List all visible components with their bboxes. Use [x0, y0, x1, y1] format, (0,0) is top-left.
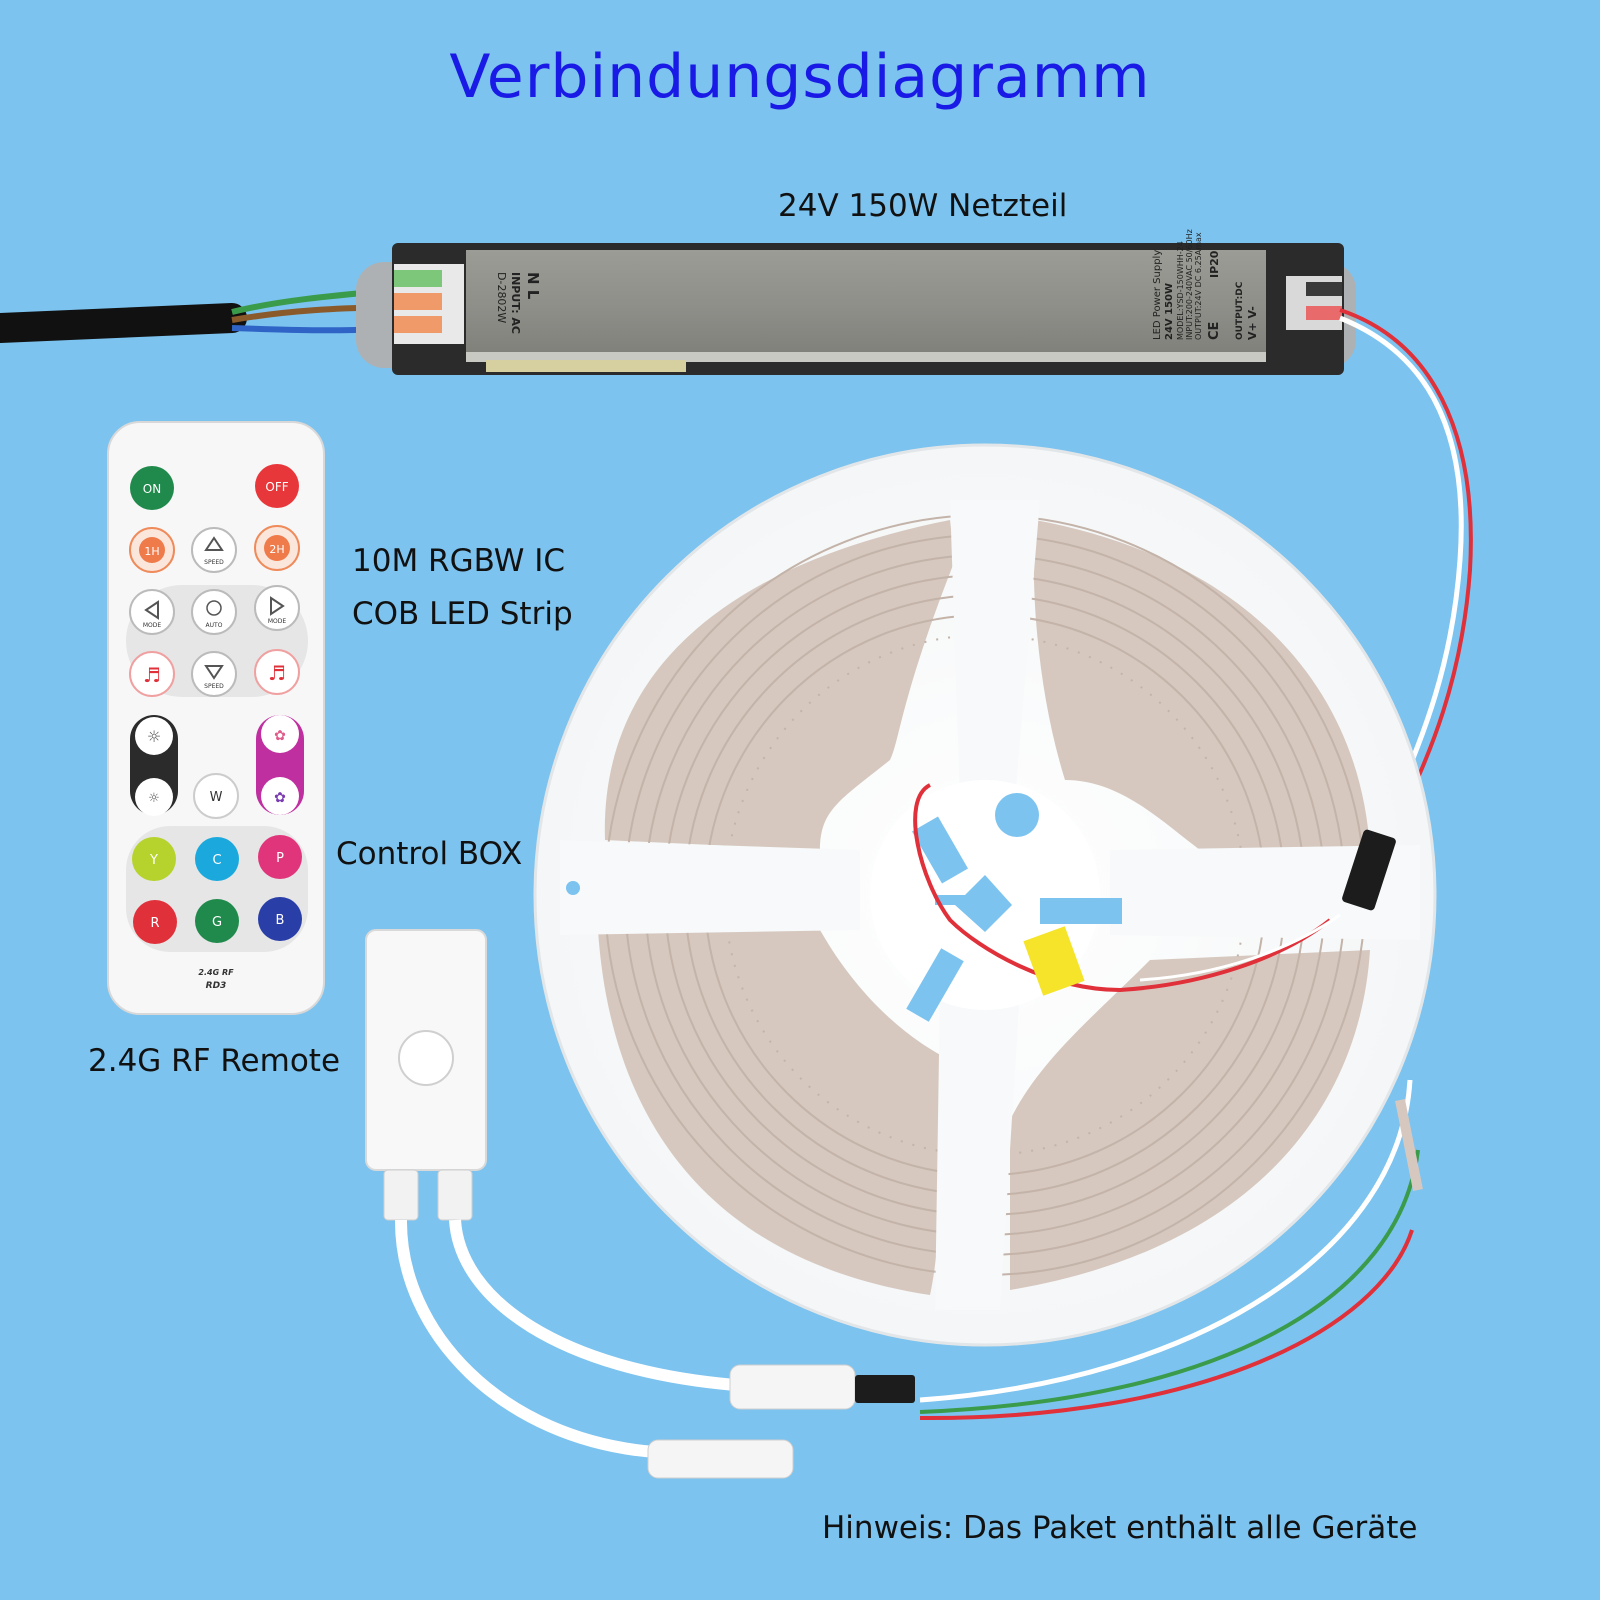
auto-icon [206, 600, 222, 616]
terminal-lever-orange [394, 316, 442, 333]
speed-down-label: SPEED [204, 683, 224, 690]
psu-left-model: D-2802W [495, 272, 508, 323]
timer-1h-button[interactable]: 1H [129, 527, 175, 573]
w-button[interactable]: W [193, 773, 239, 819]
psu-right-print: LED Power Supply 24V 150W MODEL:YSD-150W… [1152, 229, 1259, 340]
power-supply: D-2802W INPUT: AC N L LED Power Supply 2… [356, 229, 1356, 375]
psu-left-print: D-2802W INPUT: AC N L [495, 272, 542, 334]
on-button-label: ON [143, 482, 161, 496]
p-button[interactable]: P [258, 835, 302, 879]
psu-left-terminals: N L [524, 272, 542, 300]
strip-connector [1342, 829, 1396, 911]
auto-label: AUTO [206, 622, 223, 629]
b-button-label: B [276, 913, 285, 928]
timer-2h-label: 2H [269, 543, 284, 556]
on-button[interactable]: ON [130, 466, 174, 510]
strip-label-line2: COB LED Strip [352, 596, 573, 632]
mode-next-label: MODE [268, 618, 287, 625]
r-button-label: R [150, 916, 159, 931]
psu-right-out: OUTPUT:DC [1235, 281, 1245, 340]
sun-small-icon: ☼ [148, 791, 160, 806]
reel-hole [566, 881, 580, 895]
terminal-lever-red [1306, 306, 1342, 320]
power-supply-label: 24V 150W Netzteil [778, 188, 1068, 224]
color-wheel-icon: ✿ [274, 728, 286, 744]
psu-right-rating: 24V 150W [1164, 283, 1175, 340]
remote-brand-line1: 2.4G RF [198, 968, 234, 977]
speed-up-button[interactable]: SPEED [191, 527, 237, 573]
psu-right-ip: IP20 [1208, 250, 1221, 278]
led-strip-reel [533, 443, 1437, 1347]
speed-up-label: SPEED [204, 559, 224, 566]
music-note-icon: ♬ [143, 663, 161, 687]
remote-control: ON OFF 1H SPEED 2H [107, 421, 325, 1015]
warning-tag [1023, 926, 1085, 996]
music-mode-left-button[interactable]: ♬ [129, 651, 175, 697]
reel-hub-cutouts [906, 793, 1122, 1022]
off-button[interactable]: OFF [255, 464, 299, 508]
y-button[interactable]: Y [132, 837, 176, 881]
g-button[interactable]: G [195, 899, 239, 943]
c-button[interactable]: C [195, 837, 239, 881]
psu-right-terminals: V+ V- [1246, 306, 1259, 340]
control-box-label: Control BOX [336, 836, 523, 872]
dc-jack [647, 1439, 794, 1479]
strip-label-line1: 10M RGBW IC [352, 543, 566, 579]
mains-cable [0, 287, 396, 343]
triangle-up-icon [204, 536, 224, 551]
mode-prev-button[interactable]: MODE [129, 589, 175, 635]
color-wheel-icon: ✿ [274, 790, 286, 806]
psu-left-input: INPUT: AC [509, 272, 522, 334]
color-speed-up-button[interactable]: ✿ [261, 715, 299, 753]
terminal-lever-black [1306, 282, 1342, 296]
w-button-label: W [210, 790, 223, 805]
signal-connector-plug [729, 1364, 856, 1410]
control-box-button[interactable] [398, 1030, 454, 1086]
strip-tail-wires [919, 1079, 1423, 1421]
auto-button[interactable]: AUTO [191, 589, 237, 635]
terminal-lever-orange [394, 293, 442, 310]
remote-label: 2.4G RF Remote [88, 1043, 341, 1079]
psu-right-name: LED Power Supply [1152, 250, 1163, 340]
c-button-label: C [212, 853, 221, 868]
music-note-icon: ♬ [268, 661, 286, 685]
package-note: Hinweis: Das Paket enthält alle Geräte [822, 1510, 1418, 1546]
color-speed-down-button[interactable]: ✿ [261, 777, 299, 815]
psu-right-output: OUTPUT:24V DC 6.25Amax [1194, 232, 1203, 340]
signal-connector-socket [855, 1375, 915, 1403]
brightness-up-button[interactable]: ☼ [135, 717, 173, 755]
g-button-label: G [212, 915, 222, 930]
psu-right-marks: CE [1207, 322, 1222, 340]
mode-next-button[interactable]: MODE [254, 585, 300, 631]
diagram-title: Verbindungsdiagramm [449, 42, 1151, 112]
timer-2h-button[interactable]: 2H [254, 525, 300, 571]
psu-right-input: INPUT:200-240VAC 50/60Hz [1185, 229, 1194, 340]
control-box [365, 929, 915, 1479]
y-button-label: Y [149, 853, 158, 868]
off-button-label: OFF [265, 480, 288, 494]
triangle-left-icon [144, 600, 159, 620]
brightness-down-button[interactable]: ☼ [135, 778, 173, 816]
reel-spokes [560, 500, 1420, 1310]
triangle-down-icon [204, 665, 224, 680]
remote-brand-line2: RD3 [206, 981, 227, 991]
mode-prev-label: MODE [143, 622, 162, 629]
b-button[interactable]: B [258, 897, 302, 941]
terminal-lever-green [394, 270, 442, 287]
r-button[interactable]: R [133, 900, 177, 944]
psu-right-model: MODEL:YSD-150WHH-24 [1176, 241, 1185, 340]
p-button-label: P [276, 851, 284, 866]
timer-1h-label: 1H [144, 545, 159, 558]
speed-down-button[interactable]: SPEED [191, 651, 237, 697]
music-mode-right-button[interactable]: ♬ [254, 649, 300, 695]
sun-icon: ☼ [147, 727, 161, 746]
triangle-right-icon [270, 596, 285, 616]
